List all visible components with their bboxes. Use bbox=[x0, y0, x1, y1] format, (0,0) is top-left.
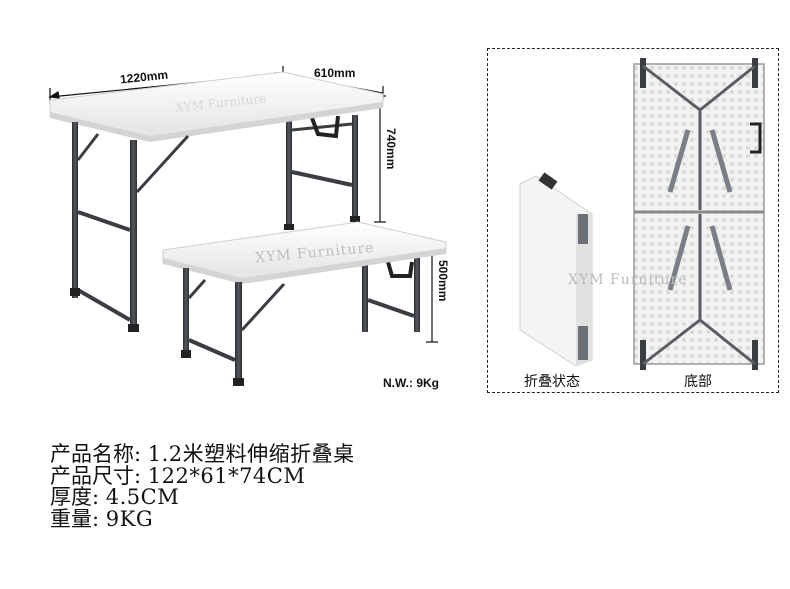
spec-value: 4.5CM bbox=[105, 485, 180, 509]
bottom-view-caption: 底部 bbox=[684, 374, 712, 390]
dimension-height-low-label: 500mm bbox=[436, 260, 450, 302]
watermark-panel: XYM Furniture bbox=[568, 272, 688, 288]
spec-value: 122*61*74CM bbox=[147, 464, 306, 488]
tall-table bbox=[49, 71, 384, 332]
spec-value: 1.2米塑料伸缩折叠桌 bbox=[147, 442, 355, 466]
table-bottom-view-image bbox=[633, 58, 765, 370]
dimension-height-tall-label: 740mm bbox=[384, 128, 398, 170]
spec-row-thickness: 厚度: 4.5CM bbox=[50, 487, 179, 508]
dimension-width-label: 610mm bbox=[314, 66, 356, 80]
folded-table-image bbox=[519, 172, 593, 367]
low-table bbox=[162, 221, 447, 386]
net-weight-label: N.W.: 9Kg bbox=[383, 376, 439, 390]
detail-panel bbox=[487, 48, 779, 393]
spec-label: 重量: bbox=[50, 507, 100, 531]
spec-row-product-name: 产品名称: 1.2米塑料伸缩折叠桌 bbox=[50, 444, 355, 465]
spec-value: 9KG bbox=[105, 507, 154, 531]
spec-row-weight: 重量: 9KG bbox=[50, 509, 153, 530]
spec-label: 产品尺寸: bbox=[50, 464, 142, 488]
spec-label: 产品名称: bbox=[50, 442, 142, 466]
spec-label: 厚度: bbox=[50, 485, 100, 509]
folded-state-caption: 折叠状态 bbox=[524, 374, 580, 390]
spec-row-product-size: 产品尺寸: 122*61*74CM bbox=[50, 466, 305, 487]
